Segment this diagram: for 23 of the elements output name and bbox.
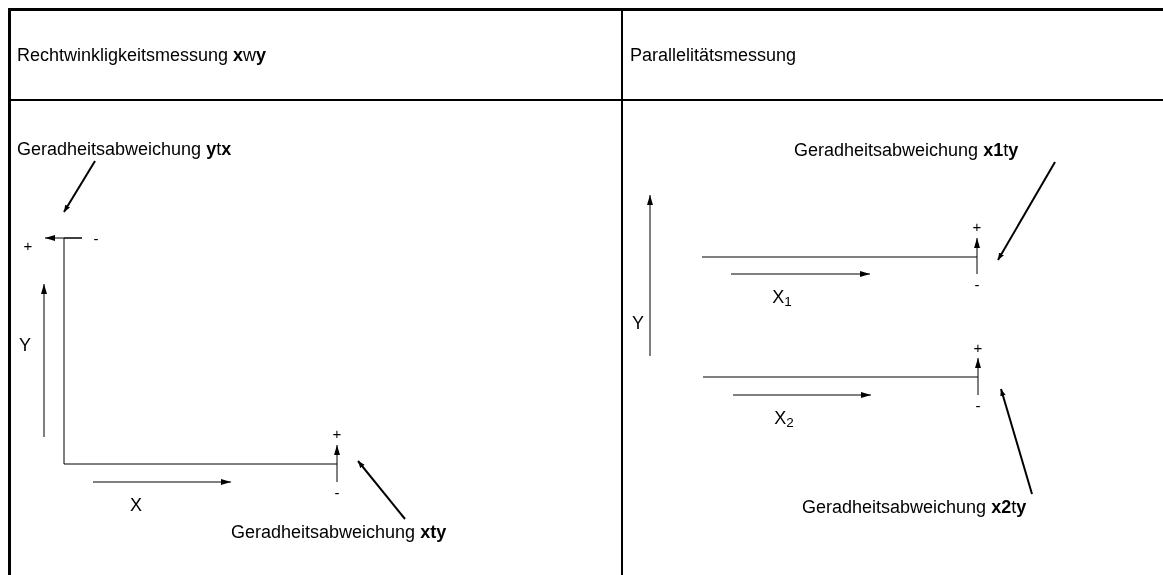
sign-label: - bbox=[975, 397, 981, 413]
leader-arrow bbox=[997, 161, 1056, 261]
leader-arrow bbox=[1000, 388, 1033, 495]
axis-label: Y bbox=[632, 314, 644, 332]
leader-arrow bbox=[63, 160, 96, 213]
sign-label: - bbox=[93, 230, 99, 246]
sign-label: - bbox=[334, 484, 340, 500]
callout-text: Geradheitsabweichung xty bbox=[231, 521, 447, 543]
sign-label: + bbox=[973, 339, 983, 355]
column-header: Rechtwinkligkeitsmessung xwy bbox=[17, 46, 267, 64]
leader-arrow bbox=[357, 460, 406, 520]
axis-label: Y bbox=[19, 336, 31, 354]
sign-label: - bbox=[974, 276, 980, 292]
callout-text: Geradheitsabweichung x2ty bbox=[802, 496, 1027, 518]
sign-label: + bbox=[332, 425, 342, 441]
axis-label: X bbox=[130, 496, 142, 514]
axis-label: X$_{2}$ bbox=[774, 409, 794, 427]
column-header: Parallelitätsmessung bbox=[630, 46, 797, 64]
sign-label: + bbox=[972, 218, 982, 234]
axis-label: X$_{1}$ bbox=[772, 288, 792, 306]
sign-label: + bbox=[23, 237, 33, 253]
callout-text: Geradheitsabweichung ytx bbox=[17, 138, 232, 160]
callout-text: Geradheitsabweichung x1ty bbox=[794, 139, 1019, 161]
